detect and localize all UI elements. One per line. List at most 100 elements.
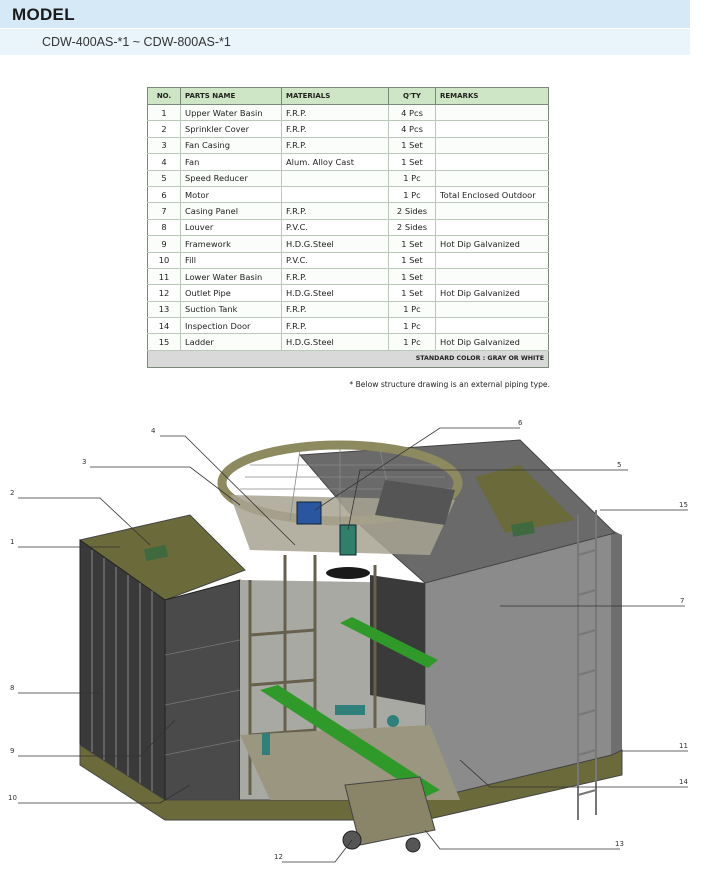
cell-remarks (435, 219, 549, 237)
cell-no: 15 (147, 333, 181, 351)
callout-11: 11 (679, 742, 688, 750)
cell-remarks (435, 120, 549, 138)
cell-qty: 2 Sides (388, 202, 436, 220)
sprinkler-cover-left (143, 544, 169, 562)
cell-qty: 1 Set (388, 252, 436, 269)
cell-materials: H.D.G.Steel (281, 235, 389, 253)
standard-color-note: STANDARD COLOR : GRAY OR WHITE (147, 349, 549, 368)
callout-13: 13 (615, 840, 624, 848)
callout-leaders (18, 427, 688, 863)
cell-remarks: Hot Dip Galvanized (435, 235, 549, 253)
cell-no: 11 (147, 268, 181, 286)
cell-remarks (435, 252, 549, 269)
cell-materials: Alum. Alloy Cast (281, 153, 389, 171)
green-beam-lower (260, 685, 440, 797)
cell-remarks (435, 268, 549, 286)
model-subheader-band: CDW-400AS-*1 ~ CDW-800AS-*1 (0, 29, 690, 55)
cell-no: 10 (147, 252, 181, 269)
cell-parts-name: Suction Tank (180, 301, 282, 319)
cell-qty: 1 Set (388, 284, 436, 302)
col-remarks: REMARKS (435, 87, 549, 105)
cell-remarks (435, 137, 549, 155)
cell-qty: 1 Pc (388, 186, 436, 204)
cell-parts-name: Sprinkler Cover (180, 120, 282, 138)
cell-parts-name: Ladder (180, 333, 282, 351)
cell-remarks: Total Enclosed Outdoor (435, 186, 549, 204)
cell-no: 8 (147, 219, 181, 237)
callout-14: 14 (679, 778, 688, 786)
cell-qty: 4 Pcs (388, 120, 436, 138)
cell-remarks (435, 301, 549, 319)
cell-parts-name: Motor (180, 186, 282, 204)
float-valve (387, 715, 399, 727)
cell-no: 2 (147, 120, 181, 138)
cell-qty: 1 Pc (388, 333, 436, 351)
standard-color-row: STANDARD COLOR : GRAY OR WHITE (147, 349, 549, 368)
cell-no: 13 (147, 301, 181, 319)
cell-parts-name: Outlet Pipe (180, 284, 282, 302)
distribution-pipe (335, 705, 365, 715)
cell-materials: F.R.P. (281, 268, 389, 286)
cell-remarks (435, 317, 549, 335)
cell-parts-name: Casing Panel (180, 202, 282, 220)
cell-remarks (435, 153, 549, 171)
callout-numbers: 1 2 3 4 5 6 7 8 9 10 11 12 13 14 15 (8, 419, 688, 861)
fan (326, 567, 370, 579)
cell-parts-name: Lower Water Basin (180, 268, 282, 286)
callout-10: 10 (8, 794, 17, 802)
suction-tank (344, 776, 436, 846)
cell-no: 4 (147, 153, 181, 171)
col-materials: MATERIALS (281, 87, 389, 105)
cell-materials: P.V.C. (281, 219, 389, 237)
callout-6: 6 (518, 419, 523, 427)
cell-parts-name: Fill (180, 252, 282, 269)
motor (296, 501, 322, 525)
speed-reducer (339, 524, 357, 556)
cell-remarks: Hot Dip Galvanized (435, 333, 549, 351)
cell-materials: H.D.G.Steel (281, 333, 389, 351)
cell-qty: 1 Set (388, 268, 436, 286)
cell-parts-name: Fan Casing (180, 137, 282, 155)
cell-qty: 1 Pc (388, 317, 436, 335)
cell-no: 5 (147, 170, 181, 187)
cell-materials: F.R.P. (281, 104, 389, 122)
fan-hatch (375, 480, 455, 525)
cell-remarks (435, 202, 549, 220)
cell-parts-name: Inspection Door (180, 317, 282, 335)
cell-no: 9 (147, 235, 181, 253)
cell-remarks (435, 104, 549, 122)
callout-15: 15 (679, 501, 688, 509)
cell-qty: 1 Pc (388, 170, 436, 187)
parts-table-header: NO. PARTS NAME MATERIALS Q'TY REMARKS (147, 87, 549, 105)
cooling-tower-drawing: 1 2 3 4 5 6 7 8 9 10 11 12 13 14 15 (8, 419, 688, 863)
cell-materials: F.R.P. (281, 137, 389, 155)
upper-basin-right (475, 465, 575, 533)
cell-qty: 1 Pc (388, 301, 436, 319)
tower-body (79, 439, 623, 853)
green-beam-upper (340, 617, 438, 668)
col-no: NO. (147, 87, 181, 105)
sprinkler-cover-right (511, 521, 535, 537)
ladder (577, 510, 597, 820)
cell-qty: 1 Set (388, 153, 436, 171)
cell-materials: P.V.C. (281, 252, 389, 269)
fill-section (164, 579, 241, 801)
cell-materials (281, 170, 389, 187)
col-parts-name: PARTS NAME (180, 87, 282, 105)
cell-qty: 4 Pcs (388, 104, 436, 122)
cell-no: 14 (147, 317, 181, 335)
model-title: MODEL (12, 5, 75, 24)
cell-no: 6 (147, 186, 181, 204)
cell-no: 7 (147, 202, 181, 220)
cell-parts-name: Louver (180, 219, 282, 237)
